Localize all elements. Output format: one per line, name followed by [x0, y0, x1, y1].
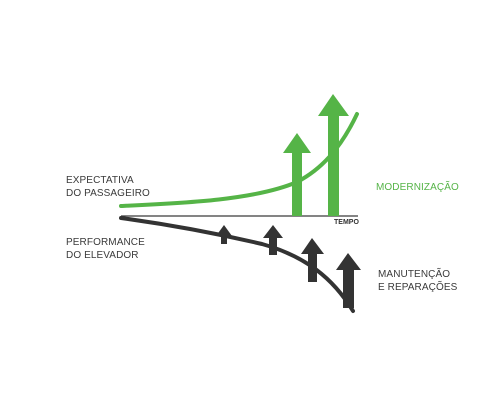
- maintenance-label-line1: MANUTENÇÃO: [378, 269, 451, 280]
- passenger-expectation-curve: [119, 112, 359, 208]
- elevator-performance-curve: [119, 216, 355, 313]
- passenger-expectation-label-line1: EXPECTATIVA: [66, 175, 134, 186]
- maintenance-arrow-4: [336, 253, 361, 308]
- elevator-performance-label-line2: DO ELEVADOR: [66, 250, 139, 261]
- elevator-performance-label: PERFORMANCE DO ELEVADOR: [66, 236, 145, 262]
- passenger-expectation-label: EXPECTATIVA DO PASSAGEIRO: [66, 174, 150, 200]
- maintenance-label-line2: E REPARAÇÕES: [378, 282, 458, 293]
- maintenance-arrow-3: [301, 238, 324, 282]
- modernization-arrow-large: [318, 94, 349, 216]
- passenger-expectation-label-line2: DO PASSAGEIRO: [66, 188, 150, 199]
- maintenance-label: MANUTENÇÃO E REPARAÇÕES: [378, 268, 457, 294]
- time-axis-label: TEMPO: [334, 219, 359, 226]
- elevator-performance-label-line1: PERFORMANCE: [66, 237, 145, 248]
- maintenance-arrow-1: [216, 225, 232, 244]
- modernization-arrow-small: [283, 133, 311, 216]
- maintenance-arrow-2: [263, 225, 283, 255]
- modernization-label: MODERNIZAÇÃO: [376, 182, 459, 193]
